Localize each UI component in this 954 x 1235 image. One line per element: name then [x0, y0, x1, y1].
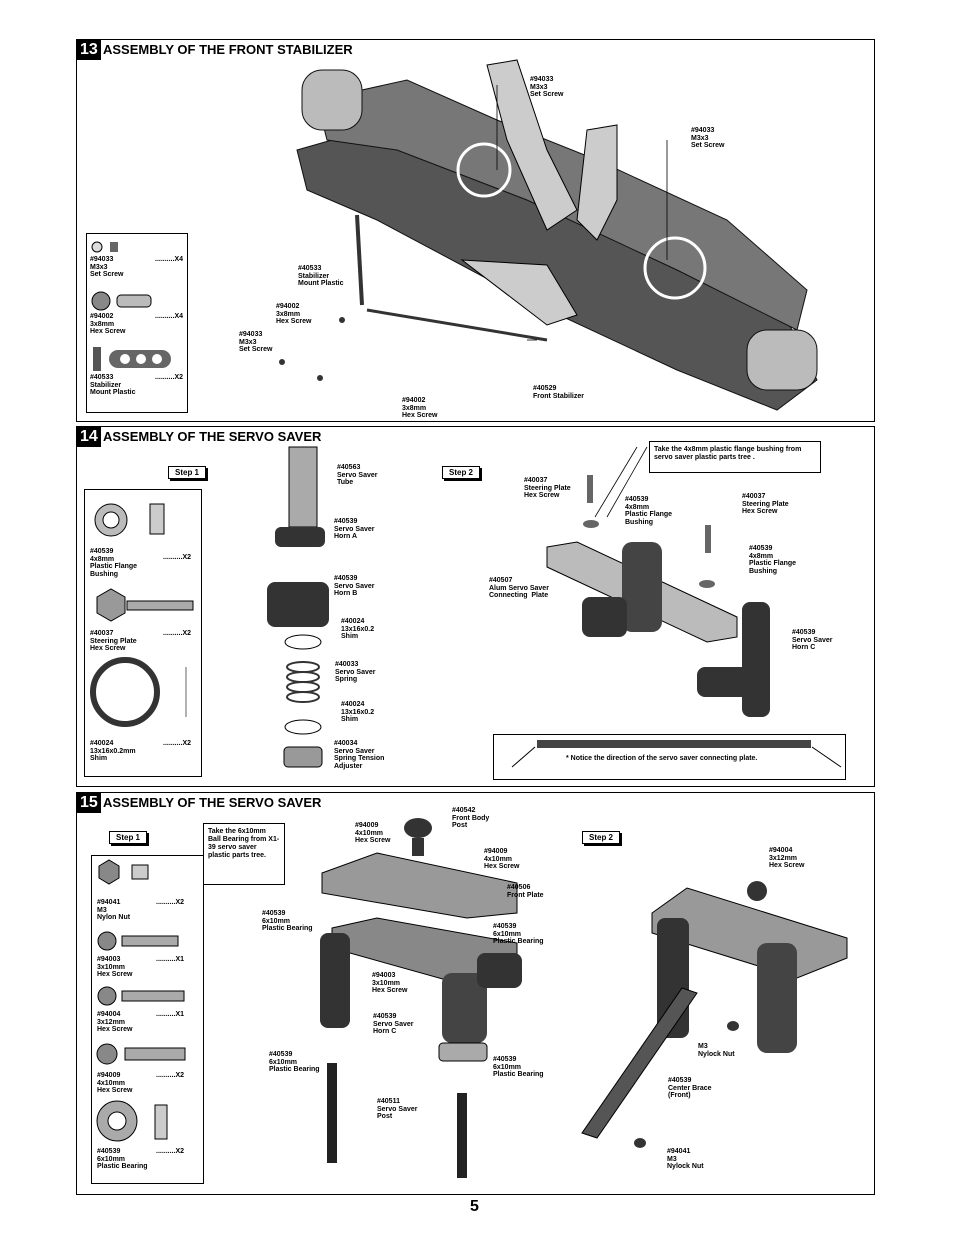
section-13-panel: 13 ASSEMBLY OF THE FRONT STABILIZER #940…: [76, 39, 875, 422]
part-40533-qty: ..........X2: [155, 374, 184, 381]
flange-bushing-note: Take the 4x8mm plastic flange bushing fr…: [649, 441, 821, 473]
part-94004-qty: ..........X1: [156, 1011, 185, 1018]
step-1-label: Step 1: [168, 466, 207, 479]
part-94003-qty: ..........X1: [156, 956, 185, 963]
front-stabilizer-illustration: [279, 59, 818, 411]
part-40037-qty: ..........X2: [163, 630, 192, 637]
part-94009-qty: ..........X2: [156, 1072, 185, 1079]
section-14-title: ASSEMBLY OF THE SERVO SAVER: [103, 429, 322, 444]
plate-direction-note: * Notice the direction of the servo save…: [566, 755, 758, 762]
step-1-label-15: Step 1: [109, 831, 148, 844]
servo-saver-step-illustration: [90, 446, 842, 768]
part-94002-qty: ..........X4: [155, 313, 184, 320]
part-40539-bearing-qty: ..........X2: [156, 1148, 185, 1155]
part-94033-qty: ..........X4: [155, 256, 184, 263]
section-14-panel: 14 ASSEMBLY OF THE SERVO SAVER Step 1 St…: [76, 426, 875, 787]
part-94041-qty: ..........X2: [156, 899, 185, 906]
plate-direction-note-box: * Notice the direction of the servo save…: [493, 734, 846, 780]
section-15-title: ASSEMBLY OF THE SERVO SAVER: [103, 795, 322, 810]
servo-saver-15-illustration: [96, 818, 848, 1178]
part-40539-flange-qty: ..........X2: [163, 554, 192, 561]
step-2-label-15: Step 2: [582, 831, 621, 844]
page-number: 5: [470, 1198, 479, 1215]
step-number-14: 14: [77, 427, 101, 447]
step-number-13: 13: [77, 40, 101, 60]
section-15-panel: 15 ASSEMBLY OF THE SERVO SAVER Step 1 St…: [76, 792, 875, 1195]
step-number-15: 15: [77, 793, 101, 813]
section-13-title: ASSEMBLY OF THE FRONT STABILIZER: [103, 42, 353, 57]
ball-bearing-note: Take the 6x10mm Ball Bearing from X1-39 …: [203, 823, 285, 885]
part-40024-qty: ..........X2: [163, 740, 192, 747]
step-2-label: Step 2: [442, 466, 481, 479]
